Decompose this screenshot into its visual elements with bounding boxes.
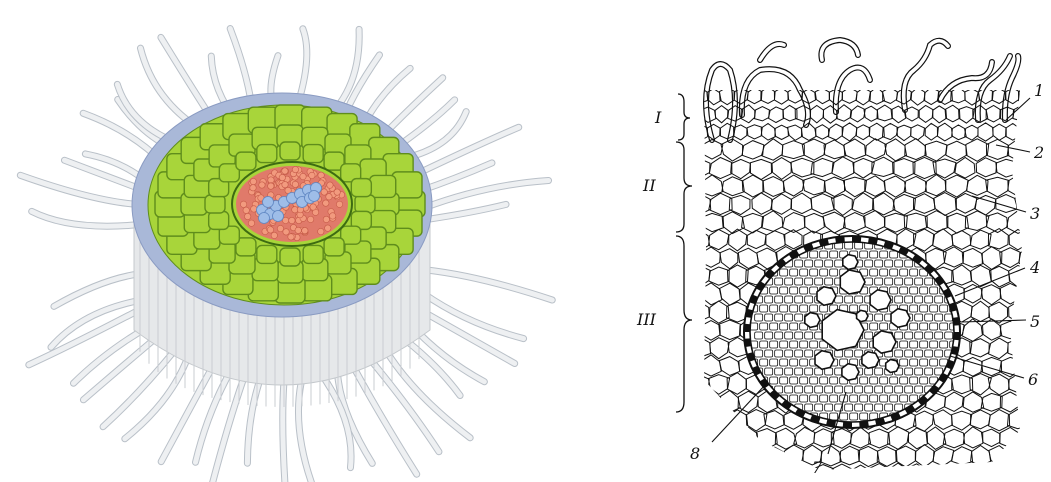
leader-line-1 <box>1006 98 1030 120</box>
labelled-root-diagram: I II III 1 2 3 4 5 6 7 8 <box>636 40 1044 482</box>
label-3: 3 <box>1030 204 1040 223</box>
zone-brackets <box>676 94 692 412</box>
label-6: 6 <box>1028 370 1038 389</box>
root-top-face <box>132 93 432 317</box>
label-1: 1 <box>1034 81 1044 100</box>
label-8: 8 <box>690 444 700 463</box>
leader-line-2 <box>996 145 1030 152</box>
zone-label-I: I <box>654 108 662 127</box>
label-5: 5 <box>1030 312 1040 331</box>
label-7: 7 <box>812 458 823 477</box>
label-4: 4 <box>1029 258 1040 277</box>
zone-label-III: III <box>636 310 657 329</box>
label-2: 2 <box>1033 143 1044 162</box>
colored-root-section <box>20 29 552 482</box>
zone-label-II: II <box>642 176 656 195</box>
zone-bracket-II <box>676 142 692 232</box>
zone-bracket-I <box>678 94 690 140</box>
zone-bracket-III <box>676 236 692 412</box>
